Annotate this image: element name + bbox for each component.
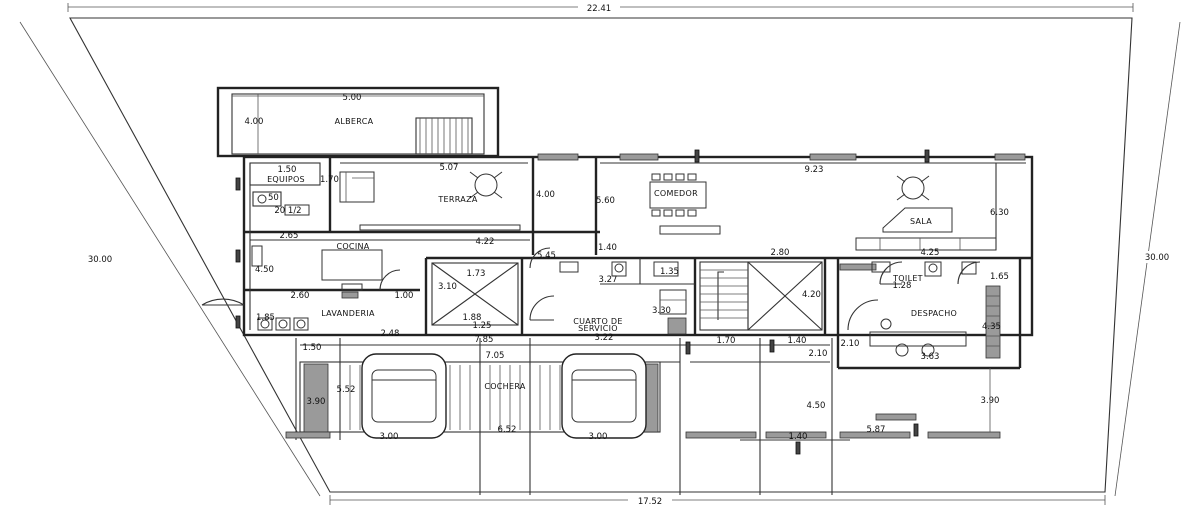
room-label-cuarto-de: CUARTO DE bbox=[573, 317, 623, 326]
dim-comedor-h: 5.60 bbox=[596, 196, 615, 206]
room-label-terraza: TERRAZA bbox=[437, 195, 477, 204]
room-label-cocina: COCINA bbox=[336, 242, 369, 251]
dim-sala-w: 4.25 bbox=[921, 248, 940, 258]
dim-terraza-w: 5.07 bbox=[440, 163, 459, 173]
dim-despacho-w: 3.63 bbox=[921, 352, 940, 362]
dim-serv-w: 3.22 bbox=[595, 333, 614, 343]
dim-lot-right: 30.00 bbox=[1145, 253, 1169, 263]
dim-car-w2: 3.00 bbox=[589, 432, 608, 442]
windows bbox=[235, 149, 1026, 329]
dim-lav-sub: 1.88 bbox=[463, 313, 482, 323]
dim-entry-h: 2.10 bbox=[809, 349, 828, 359]
dim-garage-inner: 7.05 bbox=[486, 351, 505, 361]
dim-lav-left: 1.50 bbox=[303, 343, 322, 353]
dim-sala-h: 6.30 bbox=[990, 208, 1009, 218]
dim-walk-h: 4.50 bbox=[807, 401, 826, 411]
dim-equipos-h: 1.70 bbox=[320, 175, 339, 185]
terraza-furniture bbox=[339, 171, 521, 231]
dim-toilet-w: 1.28 bbox=[893, 281, 912, 291]
dim-lav-h: 1.85 bbox=[256, 313, 275, 323]
dim-patio-h: 3.10 bbox=[438, 282, 457, 292]
dim-comedor-w: 9.23 bbox=[805, 165, 824, 175]
dim-front-w: 5.87 bbox=[867, 425, 886, 435]
room-label-comedor: COMEDOR bbox=[654, 189, 698, 198]
dim-garage-total: 7.85 bbox=[475, 335, 494, 345]
dim-walk-w: 1.40 bbox=[789, 432, 808, 442]
room-label-equipos: EQUIPOS bbox=[267, 175, 305, 184]
dim-toilet-h: 1.65 bbox=[990, 272, 1009, 282]
dim-lot-left: 30.00 bbox=[88, 255, 112, 265]
dim-lav-gap: 1.00 bbox=[395, 291, 414, 301]
car-right bbox=[561, 353, 647, 439]
lavanderia-fixtures bbox=[201, 291, 359, 331]
dim-equipos-sub: 50 bbox=[268, 193, 279, 203]
dim-stair-gap: 5.45 bbox=[537, 251, 556, 261]
dim-garage-left: 3.90 bbox=[307, 397, 326, 407]
service-bath bbox=[559, 261, 687, 335]
dim-bath-half: 20 1/2 bbox=[274, 206, 301, 216]
toilet-despacho bbox=[847, 261, 1001, 359]
dim-terraza-h: 4.00 bbox=[536, 190, 555, 200]
service-patio bbox=[431, 247, 551, 326]
room-label-lavanderia: LAVANDERIA bbox=[321, 309, 375, 318]
dim-serv-sub: 1.25 bbox=[473, 321, 492, 331]
room-label-servicio: SERVICIO bbox=[578, 324, 618, 333]
dim-hall-w: 1.40 bbox=[598, 243, 617, 253]
dim-garage-mid: 6.52 bbox=[498, 425, 517, 435]
dim-equipos-w: 1.50 bbox=[278, 165, 297, 175]
equipos-room bbox=[249, 162, 321, 216]
comedor-furniture bbox=[649, 173, 721, 235]
dim-lav-len: 2.48 bbox=[381, 329, 400, 339]
main-stair bbox=[699, 261, 823, 331]
room-label-despacho: DESPACHO bbox=[911, 309, 957, 318]
sala-furniture bbox=[855, 175, 997, 251]
dim-lot-top: 22.41 bbox=[587, 4, 611, 14]
cocina-furniture bbox=[251, 245, 401, 291]
dim-cocina-h: 4.50 bbox=[255, 265, 274, 275]
room-label-toilet: TOILET bbox=[892, 274, 923, 283]
dim-pool-depth: 4.00 bbox=[245, 117, 264, 127]
dim-entry-w: 1.70 bbox=[717, 336, 736, 346]
dim-patio-w: 1.73 bbox=[467, 269, 486, 279]
dim-hall-len: 2.80 bbox=[771, 248, 790, 258]
dim-cocina-w2: 4.22 bbox=[476, 237, 495, 247]
dim-pool-width: 5.00 bbox=[343, 93, 362, 103]
dim-cocina-w1: 2.65 bbox=[280, 231, 299, 241]
room-label-cochera: COCHERA bbox=[484, 382, 526, 391]
car-left bbox=[361, 353, 447, 439]
dim-entry-h2: 2.10 bbox=[841, 339, 860, 349]
dim-lav-w: 2.60 bbox=[291, 291, 310, 301]
cuarto-servicio bbox=[529, 295, 555, 321]
dim-stair-h: 4.20 bbox=[802, 290, 821, 300]
dim-garage-depth: 5.52 bbox=[337, 385, 356, 395]
dim-serv-bath-w: 3.27 bbox=[599, 275, 618, 285]
room-label-sala: SALA bbox=[910, 217, 932, 226]
dim-serv-bath-h: 1.35 bbox=[660, 267, 679, 277]
room-label-alberca: ALBERCA bbox=[335, 117, 374, 126]
dim-despacho-h: 4.35 bbox=[982, 322, 1001, 332]
house-walls bbox=[242, 155, 1034, 370]
garage bbox=[285, 338, 1001, 495]
dim-lot-bottom: 17.52 bbox=[638, 497, 662, 507]
dim-car-w1: 3.00 bbox=[380, 432, 399, 442]
pool-steps bbox=[415, 117, 473, 155]
dim-entry-w2: 1.40 bbox=[788, 336, 807, 346]
dim-serv-h: 3.30 bbox=[652, 306, 671, 316]
